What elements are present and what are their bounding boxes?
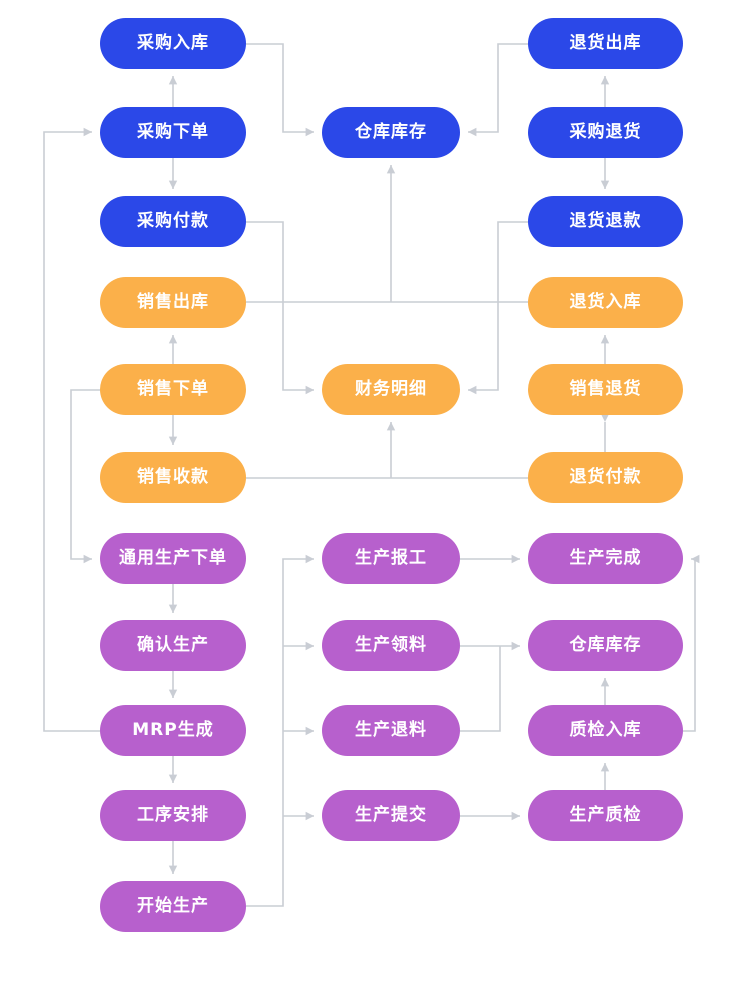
edge-n10-to-n11 xyxy=(386,422,396,478)
node-n12[interactable]: 退货入库 xyxy=(528,277,683,328)
node-n5[interactable]: 退货出库 xyxy=(528,18,683,69)
node-label: 生产报工 xyxy=(355,548,427,568)
node-n8[interactable]: 销售出库 xyxy=(100,277,246,328)
edge-n26-to-n25 xyxy=(600,678,610,705)
node-label: 确认生产 xyxy=(137,635,209,655)
edge-n6-to-n7 xyxy=(600,158,610,189)
node-label: 销售下单 xyxy=(137,379,209,399)
edge-n9-to-n8 xyxy=(168,335,178,364)
node-label: 销售收款 xyxy=(137,467,209,487)
node-n26[interactable]: 质检入库 xyxy=(528,705,683,756)
edge-n6-to-n5 xyxy=(600,76,610,107)
node-label: 销售出库 xyxy=(137,292,209,312)
node-label: 销售退货 xyxy=(569,379,642,399)
node-n10[interactable]: 销售收款 xyxy=(100,452,246,503)
node-label: 生产退料 xyxy=(355,720,427,740)
edge-n2-to-n1 xyxy=(168,76,178,107)
edge-n18-to-n19 xyxy=(168,841,178,874)
edge-n9-to-n15 xyxy=(70,389,100,564)
node-label: 工序安排 xyxy=(137,805,209,825)
edge-n14-to-n13 xyxy=(600,413,610,452)
edge-n19-to-n20 xyxy=(246,554,314,907)
node-n18[interactable]: 工序安排 xyxy=(100,790,246,841)
edge-n22-to-n25 xyxy=(460,646,501,732)
edge-n7-to-n11 xyxy=(468,221,528,395)
node-label: 退货入库 xyxy=(569,292,642,312)
node-n21[interactable]: 生产领料 xyxy=(322,620,460,671)
edge-n5-to-n4 xyxy=(468,43,528,137)
node-n7[interactable]: 退货退款 xyxy=(528,196,683,247)
node-label: MRP生成 xyxy=(132,720,214,740)
node-n16[interactable]: 确认生产 xyxy=(100,620,246,671)
node-n27[interactable]: 生产质检 xyxy=(528,790,683,841)
node-label: 通用生产下单 xyxy=(119,548,227,568)
node-label: 采购下单 xyxy=(137,122,209,142)
node-label: 退货付款 xyxy=(569,467,642,487)
node-n22[interactable]: 生产退料 xyxy=(322,705,460,756)
edge-n1-to-n4 xyxy=(246,43,314,137)
node-n11[interactable]: 财务明细 xyxy=(322,364,460,415)
edge-n19-to-n22 xyxy=(283,726,314,736)
node-label: 生产质检 xyxy=(569,805,642,825)
node-n9[interactable]: 销售下单 xyxy=(100,364,246,415)
edge-n3-to-n11 xyxy=(246,221,314,395)
node-n4[interactable]: 仓库库存 xyxy=(322,107,460,158)
node-label: 仓库库存 xyxy=(355,122,427,142)
node-label: 质检入库 xyxy=(569,720,642,740)
node-n14[interactable]: 退货付款 xyxy=(528,452,683,503)
edge-n15-to-n16 xyxy=(168,584,178,613)
edge-n16-to-n17 xyxy=(168,671,178,698)
edge-n20-to-n24 xyxy=(460,554,520,564)
node-n19[interactable]: 开始生产 xyxy=(100,881,246,932)
node-n17[interactable]: MRP生成 xyxy=(100,705,246,756)
node-n13[interactable]: 销售退货 xyxy=(528,364,683,415)
node-label: 采购退货 xyxy=(569,122,642,142)
edge-n19-to-n21 xyxy=(283,641,314,651)
edge-n9-to-n10 xyxy=(168,415,178,445)
edge-n8-to-n4 xyxy=(386,165,396,302)
edge-n13-to-n12 xyxy=(600,335,610,364)
node-n20[interactable]: 生产报工 xyxy=(322,533,460,584)
node-n15[interactable]: 通用生产下单 xyxy=(100,533,246,584)
edge-n19-to-n23 xyxy=(283,811,314,821)
node-label: 开始生产 xyxy=(137,896,209,916)
node-label: 采购付款 xyxy=(137,211,209,231)
edge-n26-to-n24 xyxy=(683,554,700,732)
node-n3[interactable]: 采购付款 xyxy=(100,196,246,247)
node-label: 仓库库存 xyxy=(569,635,642,655)
edge-n17-to-n2 xyxy=(43,127,100,732)
node-n1[interactable]: 采购入库 xyxy=(100,18,246,69)
node-n24[interactable]: 生产完成 xyxy=(528,533,683,584)
edge-n23-to-n27 xyxy=(460,811,520,821)
node-label: 生产领料 xyxy=(355,635,427,655)
edge-n2-to-n3 xyxy=(168,158,178,189)
node-label: 财务明细 xyxy=(355,379,427,399)
edge-n21-to-n25 xyxy=(460,641,520,651)
node-label: 生产完成 xyxy=(569,548,642,568)
node-n25[interactable]: 仓库库存 xyxy=(528,620,683,671)
node-n6[interactable]: 采购退货 xyxy=(528,107,683,158)
node-label: 生产提交 xyxy=(355,805,427,825)
edge-n27-to-n26 xyxy=(600,763,610,790)
node-n23[interactable]: 生产提交 xyxy=(322,790,460,841)
node-n2[interactable]: 采购下单 xyxy=(100,107,246,158)
node-label: 采购入库 xyxy=(137,33,209,53)
edge-n17-to-n18 xyxy=(168,756,178,783)
node-label: 退货退款 xyxy=(569,211,642,231)
node-label: 退货出库 xyxy=(569,33,642,53)
